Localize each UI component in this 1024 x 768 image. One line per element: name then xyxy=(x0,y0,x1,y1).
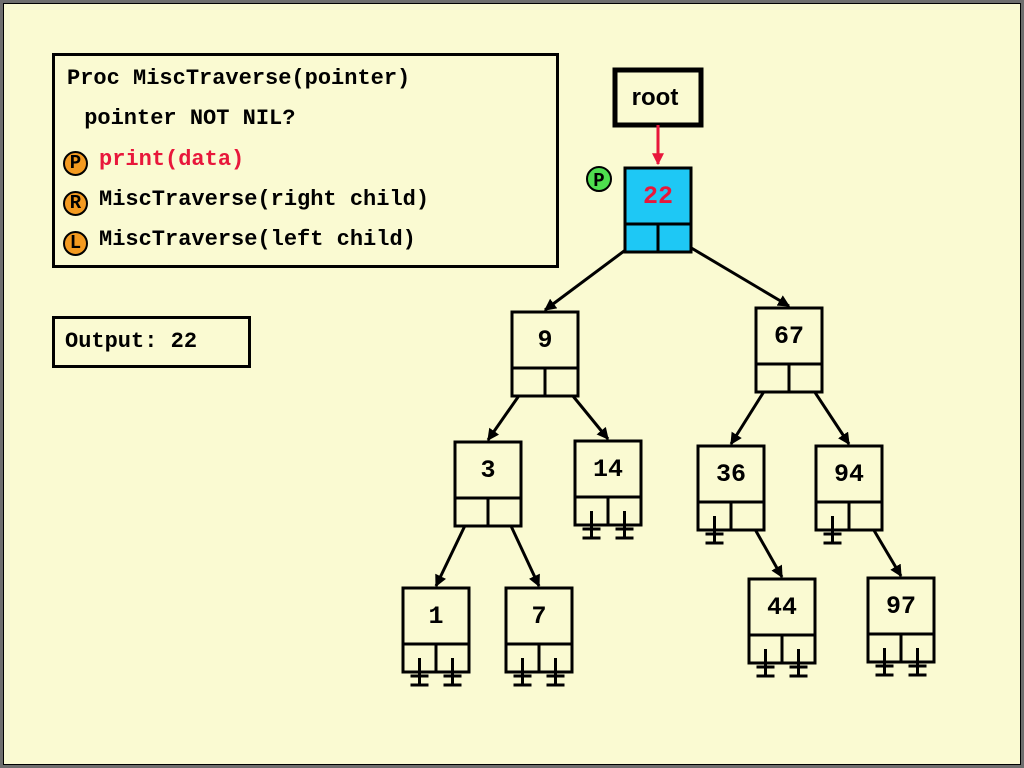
code-line-proc: Proc MiscTraverse(pointer) xyxy=(67,66,411,91)
nil-pointer-36-left xyxy=(705,516,724,545)
tree-node-36: 36 xyxy=(696,444,766,545)
node-value-3: 3 xyxy=(480,456,495,485)
tree-node-7: 7 xyxy=(504,586,574,687)
print-step-badge: P xyxy=(63,151,88,176)
tree-node-1: 1 xyxy=(401,586,471,687)
nil-pointer-97-left xyxy=(875,648,894,677)
tree-node-67: 67 xyxy=(754,306,824,394)
nil-pointer-44-right xyxy=(789,649,808,678)
node-value-44: 44 xyxy=(767,593,797,622)
nil-pointer-7-left xyxy=(513,658,532,687)
node-value-22: 22 xyxy=(643,182,673,211)
code-line-print: print(data) xyxy=(99,147,245,172)
tree-node-14: 14 xyxy=(573,439,643,540)
code-line-right-call: MiscTraverse(right child) xyxy=(99,187,430,212)
right-step-badge: R xyxy=(63,191,88,216)
nil-pointer-1-right xyxy=(443,658,462,687)
node-value-94: 94 xyxy=(834,460,864,489)
tree-node-44: 44 xyxy=(747,577,817,678)
root-label: root xyxy=(632,84,679,111)
tree-node-3: 3 xyxy=(453,440,523,528)
nil-pointer-44-left xyxy=(756,649,775,678)
node-value-97: 97 xyxy=(886,592,916,621)
edge-22-to-67 xyxy=(673,236,791,308)
code-line-condition: pointer NOT NIL? xyxy=(71,106,296,131)
output-text: Output: 22 xyxy=(65,329,198,354)
nil-pointer-1-left xyxy=(410,658,429,687)
nil-pointer-97-right xyxy=(908,648,927,677)
node-value-7: 7 xyxy=(531,602,546,631)
tree-node-97: 97 xyxy=(866,576,936,677)
tree-node-94: 94 xyxy=(814,444,884,545)
nil-pointer-14-left xyxy=(582,511,601,540)
binary-tree-diagram: 22 9 67 3 14 36 94 1 7 44 97 root P xyxy=(401,67,936,687)
left-step-badge: L xyxy=(63,231,88,256)
root-pointer-box xyxy=(612,67,704,128)
output-box: Output: 22 xyxy=(52,316,251,368)
node-value-14: 14 xyxy=(593,455,623,484)
nil-pointer-7-right xyxy=(546,658,565,687)
node-value-1: 1 xyxy=(428,602,443,631)
pseudocode-box: Proc MiscTraverse(pointer) pointer NOT N… xyxy=(52,53,559,268)
node-value-9: 9 xyxy=(537,326,552,355)
code-line-left-call: MiscTraverse(left child) xyxy=(99,227,416,252)
tree-node-22: 22 xyxy=(623,166,693,254)
nil-pointer-14-right xyxy=(615,511,634,540)
node-value-67: 67 xyxy=(774,322,804,351)
nil-pointer-94-left xyxy=(823,516,842,545)
tree-node-9: 9 xyxy=(510,310,580,398)
current-node-marker xyxy=(586,166,612,192)
current-node-marker-label: P xyxy=(593,170,604,192)
node-value-36: 36 xyxy=(716,460,746,489)
